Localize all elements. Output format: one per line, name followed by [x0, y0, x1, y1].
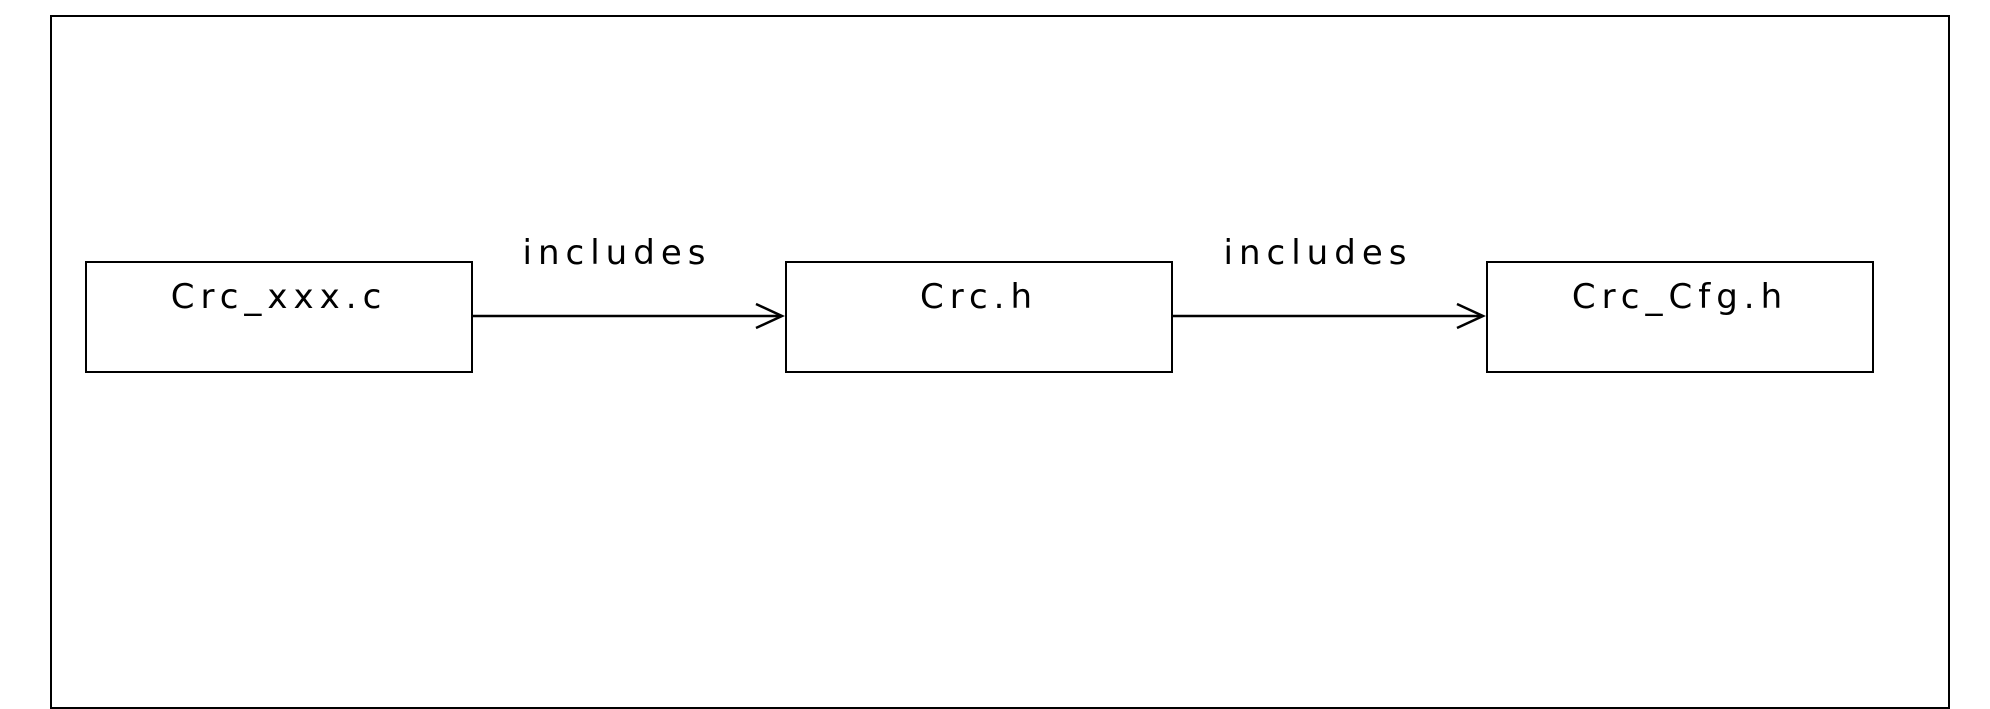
node-box — [85, 261, 473, 373]
node-label: Crc.h — [920, 277, 1038, 317]
edge-includes-2: includes — [1172, 233, 1486, 330]
arrowhead-icon — [1456, 302, 1486, 330]
node-box — [785, 261, 1173, 373]
arrowhead-icon — [755, 302, 785, 330]
edge-includes-1: includes — [472, 233, 785, 330]
diagram-frame — [50, 15, 1950, 709]
node-label: Crc_Cfg.h — [1572, 277, 1788, 317]
node-crc-cfg-h: Crc_Cfg.h — [1486, 261, 1874, 373]
edge-label: includes — [523, 233, 712, 273]
node-box — [1486, 261, 1874, 373]
node-label: Crc_xxx.c — [171, 277, 388, 317]
edge-label: includes — [1224, 233, 1413, 273]
node-crc-h: Crc.h — [785, 261, 1173, 373]
node-crc-xxx-c: Crc_xxx.c — [85, 261, 473, 373]
